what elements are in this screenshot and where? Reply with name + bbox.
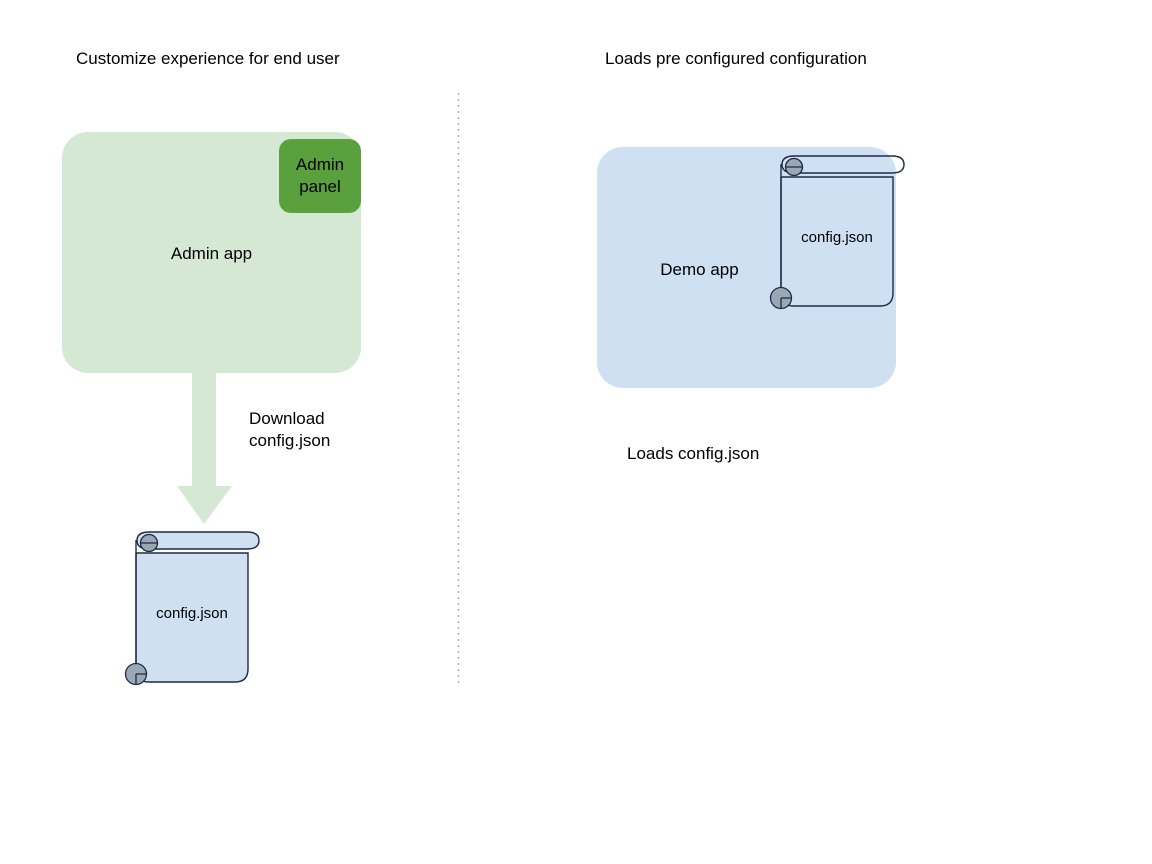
right-section-title: Loads pre configured configuration [605,49,867,68]
loads-config-caption: Loads config.json [627,444,760,463]
demo-app-box[interactable] [597,147,896,388]
admin-app-label: Admin app [170,244,253,263]
config-json-label-left: config.json [156,605,228,622]
left-section-title: Customize experience for end user [76,49,340,68]
download-arrow-icon [177,373,232,524]
admin-panel-box[interactable] [279,139,361,213]
download-arrow-label: Download config.json [249,408,330,452]
admin-panel-label-line2: panel [299,177,341,196]
document-bottom-curl-lines [780,297,792,309]
config-json-label-right: config.json [801,229,873,246]
document-top-roll [136,531,260,550]
config-json-document-left[interactable] [124,531,260,686]
download-arrow-label-line1: Download [249,409,325,428]
demo-app-label: Demo app [660,260,739,279]
document-bottom-curl-lines [135,673,147,685]
admin-panel-label-line1: Admin [295,155,345,174]
config-json-document-right[interactable] [769,155,905,310]
admin-panel-label: Admin panel [279,154,361,198]
document-top-roll [781,155,905,174]
download-arrow-label-line2: config.json [249,431,331,450]
